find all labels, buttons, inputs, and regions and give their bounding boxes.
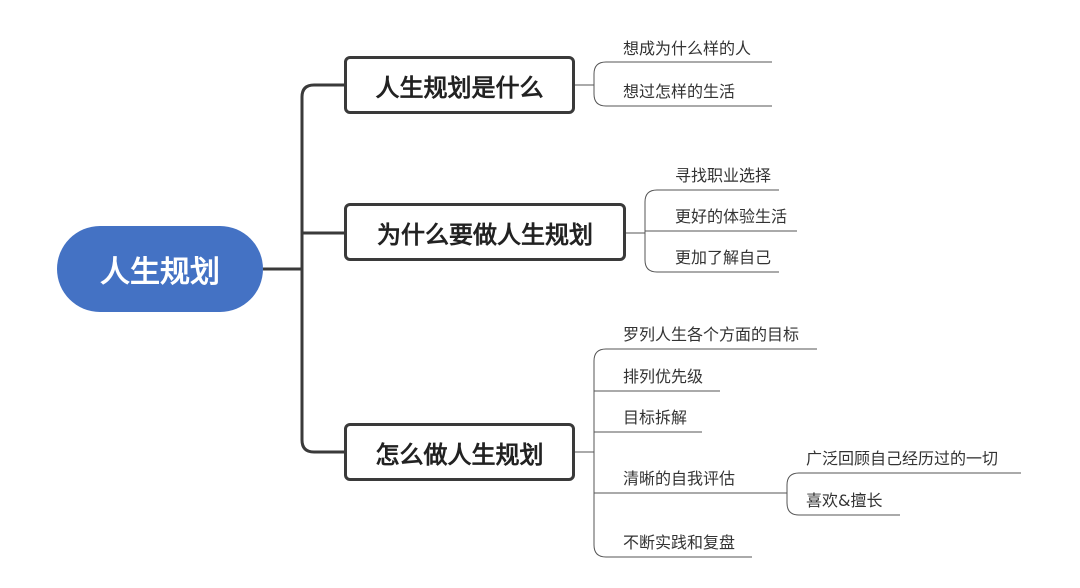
leaf-prioritize[interactable]: 排列优先级 bbox=[623, 367, 704, 386]
leaf-clear-self-assessment[interactable]: 清晰的自我评估 bbox=[623, 469, 736, 488]
branch-how-life-planning[interactable]: 怎么做人生规划 bbox=[344, 423, 575, 481]
leaf-practice-and-review[interactable]: 不断实践和复盘 bbox=[623, 533, 736, 552]
branch3-leaf-connectors bbox=[574, 348, 817, 558]
subleaf-likes-and-strengths[interactable]: 喜欢&擅长 bbox=[806, 491, 883, 510]
leaf-what-kind-of-life[interactable]: 想过怎样的生活 bbox=[623, 82, 736, 101]
branch-what-is-life-planning[interactable]: 人生规划是什么 bbox=[344, 56, 575, 114]
branch2-leaf-connectors bbox=[625, 189, 797, 273]
leaf-find-career-choice[interactable]: 寻找职业选择 bbox=[675, 166, 772, 185]
branch1-leaf-connectors bbox=[574, 61, 772, 107]
leaf-better-experience-life[interactable]: 更好的体验生活 bbox=[675, 207, 788, 226]
subleaf-review-experiences[interactable]: 广泛回顾自己经历过的一切 bbox=[806, 449, 999, 468]
leaf-what-kind-of-person[interactable]: 想成为什么样的人 bbox=[623, 39, 752, 58]
root-node[interactable]: 人生规划 bbox=[57, 226, 263, 312]
leaf-list-life-goals[interactable]: 罗列人生各个方面的目标 bbox=[623, 325, 800, 344]
root-connectors bbox=[263, 83, 344, 454]
subleaf-connectors bbox=[774, 472, 1021, 516]
leaf-know-yourself-better[interactable]: 更加了解自己 bbox=[675, 248, 772, 267]
leaf-break-down-goals[interactable]: 目标拆解 bbox=[623, 408, 688, 427]
branch-why-life-planning[interactable]: 为什么要做人生规划 bbox=[344, 203, 626, 261]
